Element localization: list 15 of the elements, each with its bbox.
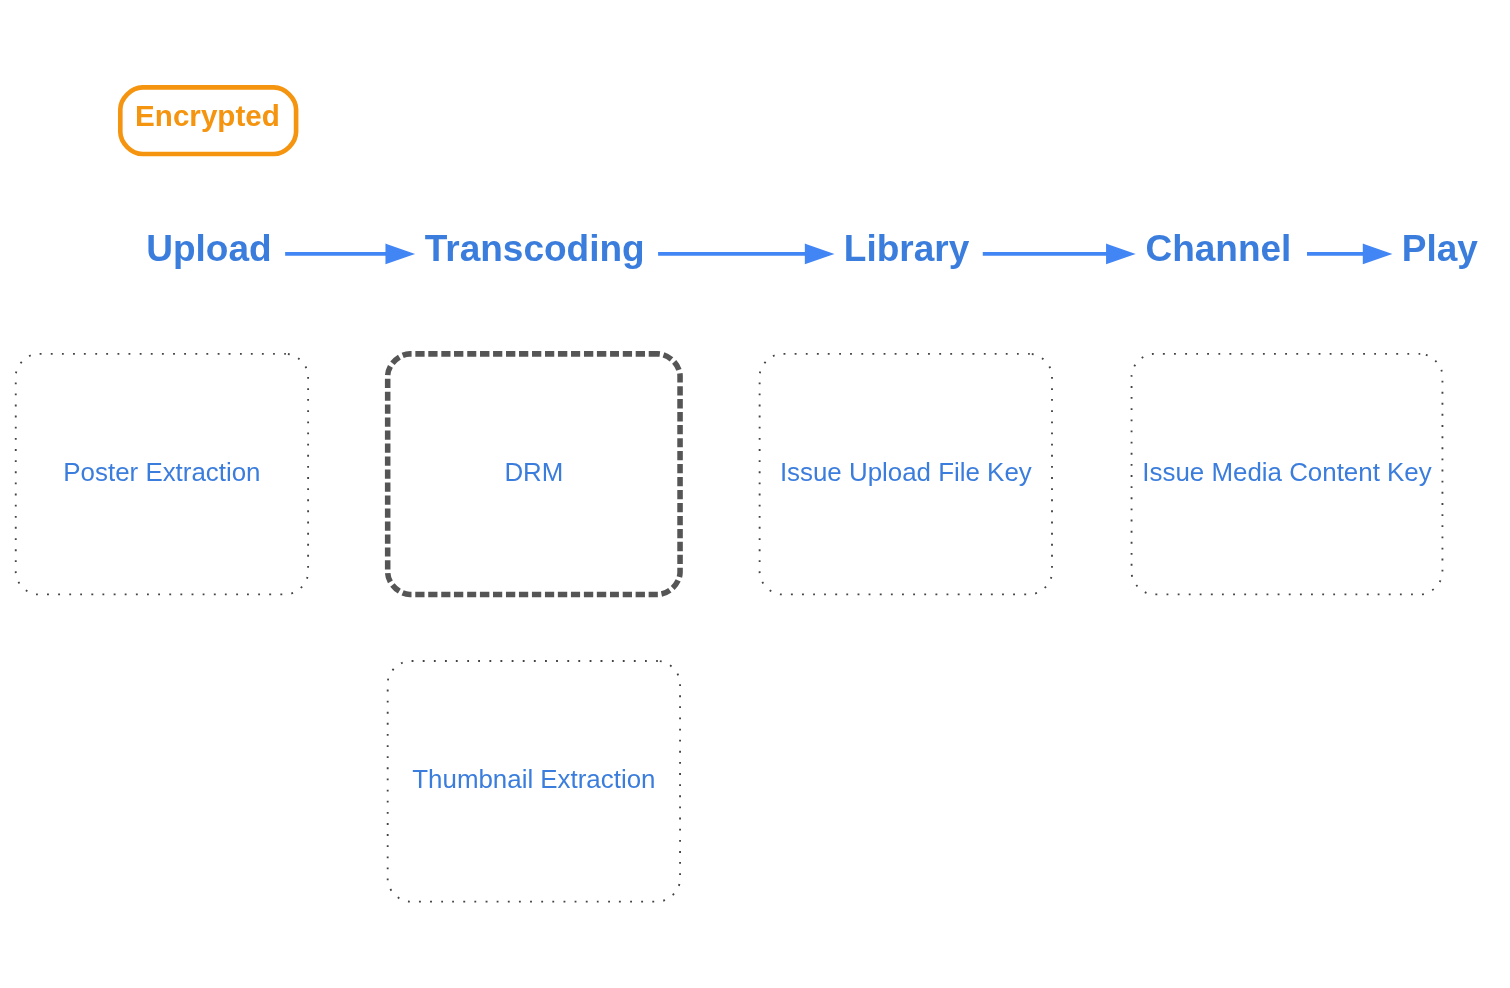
arrow	[1307, 243, 1393, 264]
node-box: Issue Media Content Key	[1130, 352, 1444, 595]
node-box: Issue Upload File Key	[758, 352, 1053, 595]
node-text: Play	[1401, 227, 1478, 269]
node-box: Encrypted	[118, 84, 299, 156]
node-text: Transcoding	[424, 227, 645, 269]
node-text: Channel	[1145, 227, 1292, 269]
arrow	[658, 243, 835, 264]
node-text: Library	[843, 227, 970, 269]
node-box: Poster Extraction	[14, 352, 310, 595]
node-box: DRM	[384, 350, 683, 597]
node-box: Thumbnail Extraction	[386, 659, 681, 903]
arrow	[982, 243, 1136, 264]
arrow	[285, 243, 416, 264]
node-text: Upload	[146, 227, 272, 269]
